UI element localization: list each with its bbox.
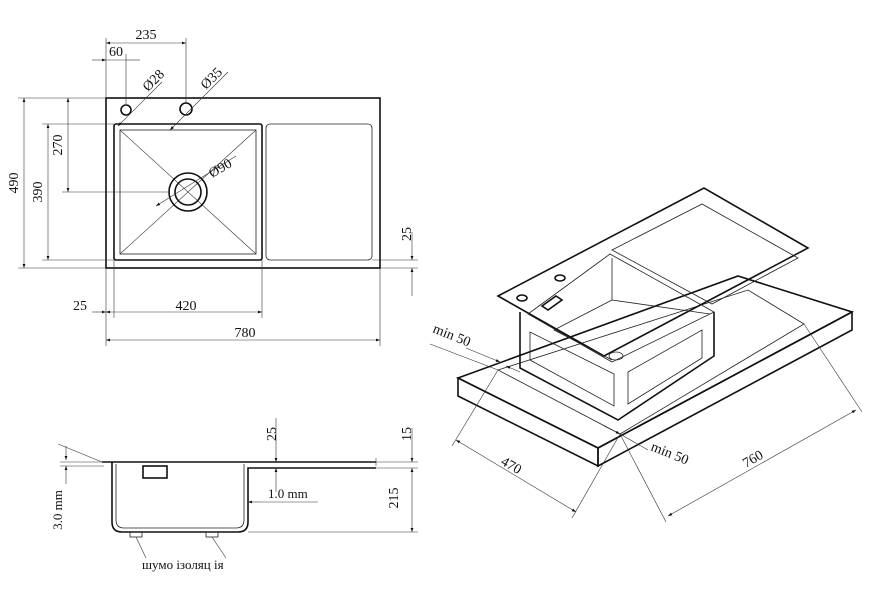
iso-view: min 50 min 50 470 760: [429, 187, 863, 523]
overflow-slot: [142, 465, 168, 479]
dim-d28: Ø28: [140, 67, 168, 95]
tap-hole-large: [179, 102, 193, 116]
overflow-iso: [540, 295, 564, 311]
drainboard: [265, 123, 373, 261]
dim-270: 270: [51, 135, 66, 156]
sink-outline: [105, 97, 381, 269]
tap-hole-iso: [516, 294, 528, 302]
dim-235: 235: [136, 28, 157, 43]
section-bowl: [111, 462, 376, 533]
dim-390: 390: [31, 182, 46, 203]
drain-inner: [174, 178, 202, 206]
dim-490: 490: [7, 173, 22, 194]
dim-25-section: 25: [265, 427, 280, 441]
dim-1mm: 1.0 mm: [268, 486, 308, 501]
bowl-body: [519, 312, 715, 421]
insulation-leader: [135, 536, 147, 559]
sink-top: [496, 187, 810, 357]
bowl-panel: [529, 331, 615, 407]
bowl-panel: [627, 329, 703, 405]
dim-60: 60: [109, 45, 123, 60]
dim-min50-right: min 50: [649, 440, 691, 469]
dim-d35: Ø35: [198, 65, 226, 93]
tap-hole-small: [120, 104, 132, 116]
top-view: 235 60 Ø28 Ø35 490 390 270 Ø90: [7, 28, 418, 346]
countertop-side: [597, 310, 853, 468]
bowl-wall: [611, 258, 711, 315]
dim-d90: Ø90: [207, 156, 235, 181]
dim-15: 15: [400, 427, 415, 441]
section-bowl-inner: [115, 464, 245, 529]
bowl-floor: [553, 299, 613, 361]
insulation-label: шумо ізоляц ія: [142, 557, 224, 572]
drainboard-iso: [611, 203, 799, 305]
section-view: шумо ізоляц ія 3.0 mm 1.0 mm 25 15 215: [50, 418, 418, 572]
dim-420: 420: [176, 299, 197, 314]
countertop-front: [457, 376, 599, 468]
dim-25-right: 25: [400, 227, 415, 241]
bowl-diagonal: [119, 129, 257, 255]
drain-iso: [608, 351, 624, 361]
bowl-opening: [527, 253, 715, 363]
dim-25-bottom: 25: [73, 299, 87, 314]
insulation-leader: [211, 536, 227, 559]
dim-470: 470: [498, 454, 524, 477]
tap-hole-iso: [554, 274, 566, 282]
dim-760: 760: [741, 448, 767, 471]
dim-780: 780: [235, 326, 256, 341]
dim-min50-left: min 50: [431, 322, 473, 351]
dim-3mm: 3.0 mm: [50, 490, 65, 530]
dim-215: 215: [387, 488, 402, 509]
